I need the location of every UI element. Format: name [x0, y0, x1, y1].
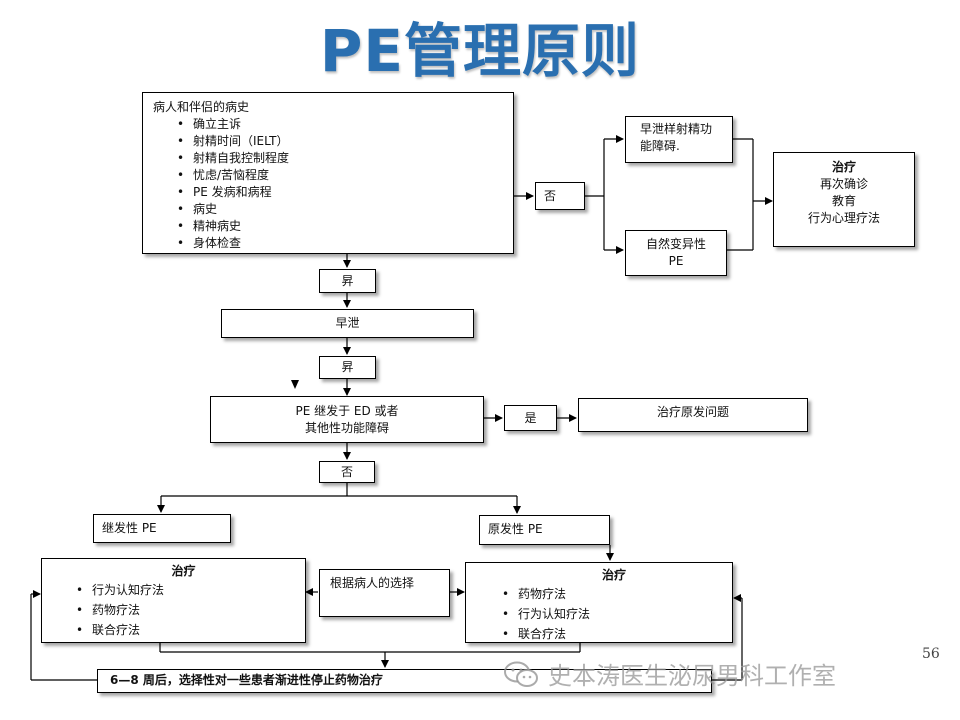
treatment-left-item: 联合疗法	[72, 620, 305, 640]
wechat-icon	[504, 661, 538, 687]
no-decision-label: 否	[535, 182, 585, 210]
treatment-mid-item: 联合疗法	[498, 624, 732, 644]
treatment-mid-list: 药物疗法 行为认知疗法 联合疗法	[466, 584, 732, 644]
treatment-left-list: 行为认知疗法 药物疗法 联合疗法	[42, 580, 305, 640]
treat-primary-problem-box: 治疗原发问题	[578, 398, 808, 432]
history-list: 确立主诉 射精时间（IELT） 射精自我控制程度 忧虑/苦恼程度 PE 发病和病…	[153, 116, 503, 252]
natural-variable-line2: PE	[668, 254, 684, 268]
history-box: 病人和伴侣的病史 确立主诉 射精时间（IELT） 射精自我控制程度 忧虑/苦恼程…	[142, 92, 514, 254]
stray-arrowhead	[291, 380, 299, 389]
treatment-right-item: 行为心理疗法	[807, 211, 880, 225]
history-item: PE 发病和病程	[173, 184, 503, 201]
bottom-note-box: 6—8 周后，选择性对一些患者渐进性停止药物治疗	[97, 669, 712, 693]
secondary-question-box: PE 继发于 ED 或者 其他性功能障碍	[210, 396, 484, 443]
treatment-left-item: 药物疗法	[72, 600, 305, 620]
treatment-left-item: 行为认知疗法	[72, 580, 305, 600]
no-decision-label-2: 否	[319, 461, 375, 483]
secondary-pe-box: 继发性 PE	[93, 514, 231, 543]
history-item: 确立主诉	[173, 116, 503, 133]
treatment-mid-heading: 治疗	[601, 568, 626, 582]
history-item: 射精时间（IELT）	[173, 133, 503, 150]
treatment-mid-box: 治疗 药物疗法 行为认知疗法 联合疗法	[465, 562, 733, 644]
history-heading: 病人和伴侣的病史	[153, 100, 250, 114]
history-item: 忧虑/苦恼程度	[173, 167, 503, 184]
treatment-right-box: 治疗 再次确诊 教育 行为心理疗法	[773, 152, 915, 247]
treatment-right-heading: 治疗	[831, 160, 856, 174]
treatment-left-box: 治疗 行为认知疗法 药物疗法 联合疗法	[41, 558, 306, 643]
secondary-question-line1: PE 继发于 ED 或者	[295, 403, 399, 418]
primary-pe-box: 原发性 PE	[479, 515, 610, 545]
treatment-mid-item: 药物疗法	[498, 584, 732, 604]
patient-choice-box: 根据病人的选择	[319, 569, 450, 617]
watermark-text: 史本涛医生泌尿男科工作室	[548, 662, 836, 690]
history-item: 病史	[173, 201, 503, 218]
treatment-left-heading: 治疗	[171, 564, 196, 578]
yes-decision-label: 是	[504, 405, 557, 431]
yes-label-2: 昇	[319, 356, 376, 379]
history-item: 精神病史	[173, 218, 503, 235]
natural-variable-line1: 自然变异性	[645, 237, 706, 251]
yes-label-1: 昇	[319, 269, 376, 293]
history-item: 身体检查	[173, 235, 503, 252]
treatment-right-item: 再次确诊	[819, 177, 868, 191]
premature-like-box: 早泄样射精功能障碍.	[625, 116, 733, 163]
treatment-right-item: 教育	[831, 194, 856, 208]
history-item: 射精自我控制程度	[173, 150, 503, 167]
natural-variable-box: 自然变异性 PE	[625, 230, 727, 276]
treatment-mid-item: 行为认知疗法	[498, 604, 732, 624]
page-number: 56	[922, 646, 940, 662]
page-title: PE管理原则	[319, 17, 641, 85]
secondary-question-line2: 其他性功能障碍	[304, 420, 389, 435]
premature-ejaculation-box: 早泄	[221, 309, 474, 338]
